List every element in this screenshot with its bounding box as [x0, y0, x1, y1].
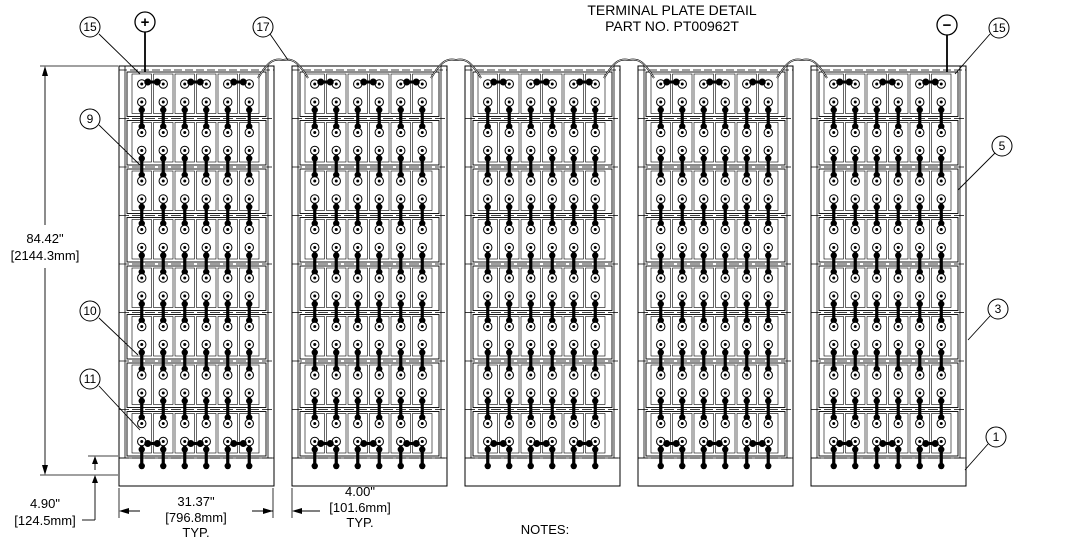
battery-rack	[810, 65, 967, 487]
callout-17: 17	[252, 16, 289, 61]
balloon-1: 1	[993, 430, 1000, 444]
height-dimension: 84.42" [2144.3mm]	[11, 65, 118, 476]
width-dimension: 31.37" [796.8mm] TYP.	[118, 488, 274, 539]
height-metric: [2144.3mm]	[11, 248, 80, 263]
callout-1: 1	[964, 426, 1007, 471]
balloon-9: 9	[87, 112, 94, 126]
positive-sign: +	[141, 14, 150, 31]
gap-metric: [101.6mm]	[329, 500, 390, 515]
width-imperial: 31.37"	[177, 494, 215, 509]
gap-dimension: 4.00" [101.6mm] TYP.	[255, 484, 391, 530]
base-metric: [124.5mm]	[14, 513, 75, 528]
balloon-15-right: 15	[992, 21, 1006, 35]
balloon-15-left: 15	[83, 20, 97, 34]
inter-rack-cable	[603, 58, 655, 79]
height-imperial: 84.42"	[26, 231, 64, 246]
negative-sign: −	[943, 17, 952, 34]
drawing-title-line1: TERMINAL PLATE DETAIL	[587, 2, 757, 18]
callout-3: 3	[967, 298, 1009, 341]
battery-rack	[464, 65, 621, 487]
positive-terminal-symbol: +	[134, 11, 156, 72]
balloon-5: 5	[999, 139, 1006, 153]
notes-label: NOTES:	[521, 522, 569, 537]
base-dimension: 4.90" [124.5mm]	[14, 455, 118, 528]
battery-rack	[637, 65, 794, 487]
inter-rack-cable	[257, 58, 309, 79]
drawing-title-line2: PART NO. PT00962T	[605, 18, 739, 34]
callout-10: 10	[79, 300, 139, 356]
inter-rack-cables	[257, 58, 828, 79]
callout-9: 9	[79, 108, 141, 166]
width-typical-note: TYP.	[182, 525, 209, 539]
base-imperial: 4.90"	[30, 496, 60, 511]
balloon-11: 11	[84, 372, 97, 386]
inter-rack-cable	[430, 58, 482, 79]
callout-5: 5	[957, 135, 1013, 191]
callout-15-right: 15	[954, 17, 1010, 75]
balloon-3: 3	[995, 302, 1002, 316]
gap-imperial: 4.00"	[345, 484, 375, 499]
callout-11: 11	[79, 368, 141, 431]
rack-array	[118, 65, 967, 487]
battery-rack	[118, 65, 275, 487]
callout-15-left: 15	[79, 16, 141, 75]
balloon-10: 10	[83, 304, 97, 318]
width-metric: [796.8mm]	[165, 510, 226, 525]
battery-rack	[291, 65, 448, 487]
inter-rack-cable	[776, 58, 828, 79]
negative-terminal-symbol: −	[936, 14, 958, 72]
balloon-17: 17	[256, 20, 270, 34]
gap-typical-note: TYP.	[346, 515, 373, 530]
